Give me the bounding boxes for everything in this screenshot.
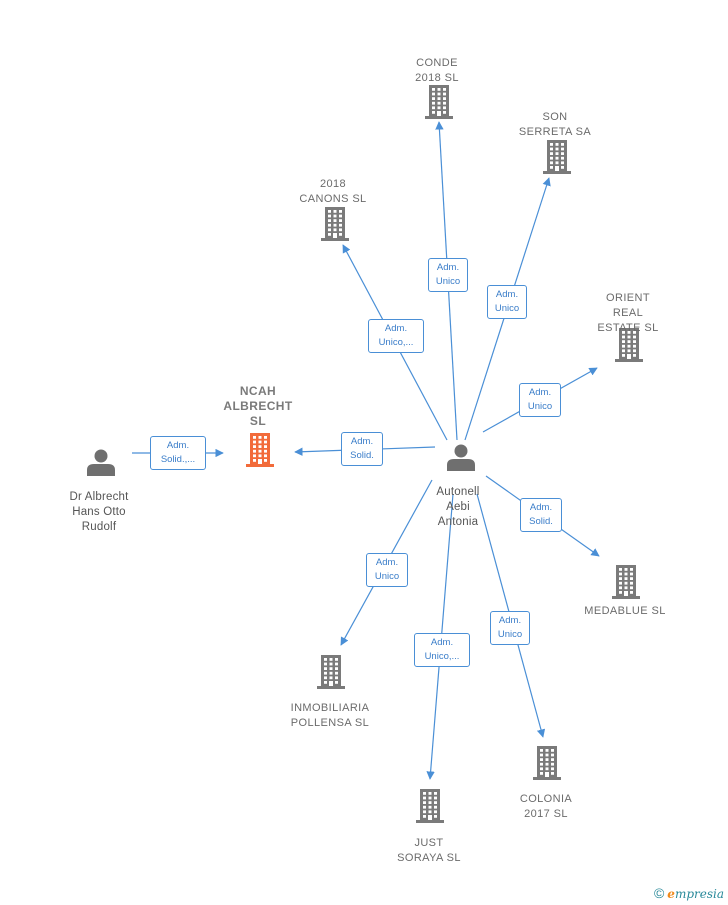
edge-label-ncah[interactable]: Adm. Solid.,... (150, 436, 206, 470)
edge-label-son[interactable]: Adm. Unico (487, 285, 527, 319)
building-icon[interactable] (321, 207, 349, 241)
building-icon[interactable] (615, 328, 643, 362)
building-icon[interactable] (543, 140, 571, 174)
edge-label-medab[interactable]: Adm. Solid. (520, 498, 562, 532)
copyright-symbol: © (653, 885, 665, 901)
node-label-canons[interactable]: 2018 CANONS SL (299, 178, 367, 205)
edge-label-inmob[interactable]: Adm. Unico (366, 553, 408, 587)
building-icon[interactable] (425, 85, 453, 119)
node-label-conde[interactable]: CONDE 2018 SL (415, 57, 459, 84)
node-label-just[interactable]: JUST SORAYA SL (397, 837, 461, 864)
edge-label-orient[interactable]: Adm. Unico (519, 383, 561, 417)
node-label-son[interactable]: SON SERRETA SA (518, 111, 592, 138)
edge-label-ncah[interactable]: Adm. Solid. (341, 432, 383, 466)
node-label-inmob[interactable]: INMOBILIARIA POLLENSA SL (290, 702, 370, 729)
building-icon[interactable] (533, 746, 561, 780)
building-icon[interactable] (612, 565, 640, 599)
edge-label-colonia[interactable]: Adm. Unico (490, 611, 530, 645)
node-label-colonia[interactable]: COLONIA 2017 SL (519, 793, 573, 820)
person-icon[interactable] (87, 449, 115, 477)
node-label-medab[interactable]: MEDABLUE SL (584, 605, 666, 617)
footer-brand[interactable]: ©empresia (654, 885, 724, 901)
edge-label-just[interactable]: Adm. Unico,... (414, 633, 470, 667)
node-label-orient[interactable]: ORIENT REAL ESTATE SL (597, 292, 659, 334)
building-icon[interactable] (246, 433, 274, 467)
node-label-ncah[interactable]: NCAH ALBRECHT SL (223, 384, 293, 428)
person-icon[interactable] (447, 444, 475, 472)
brand-logo-e: e (667, 887, 675, 901)
icons-layer (87, 85, 643, 823)
node-label-center[interactable]: Autonell Aebi Antonia (436, 486, 480, 528)
brand-logo-text: mpresia (674, 887, 724, 901)
building-icon[interactable] (317, 655, 345, 689)
edge-label-conde[interactable]: Adm. Unico (428, 258, 468, 292)
node-label-drAlbr[interactable]: Dr Albrecht Hans Otto Rudolf (69, 491, 129, 533)
building-icon[interactable] (416, 789, 444, 823)
edge-label-canons[interactable]: Adm. Unico,... (368, 319, 424, 353)
